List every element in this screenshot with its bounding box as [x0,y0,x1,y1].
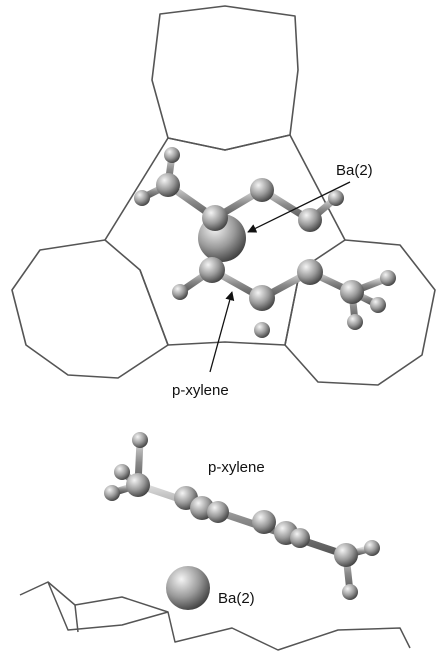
label-ba-top: Ba(2) [336,162,373,179]
atom [290,528,310,548]
atom [347,314,363,330]
atom [249,285,275,311]
atom [297,259,323,285]
atom [134,190,150,206]
frame-link-1 [104,137,169,241]
atom [254,322,270,338]
atom [156,173,180,197]
atom [334,543,358,567]
ba-atom-side [166,566,210,610]
xylene-atoms-side [104,432,380,600]
frame-link-2 [289,134,346,241]
top-view: Ba(2) p-xylene [11,5,436,399]
ba-arrow-top [247,181,351,233]
atom [380,270,396,286]
atom [104,485,120,501]
atom [202,205,228,231]
atom [199,257,225,283]
frame-edge-3 [74,604,79,633]
framework-bottom [19,581,411,651]
atom [250,178,274,202]
atom [364,540,380,556]
label-xylene-top: p-xylene [172,382,229,399]
frame-link-6 [167,134,291,151]
atom [328,190,344,206]
atom [114,464,130,480]
atom [172,284,188,300]
atom [340,280,364,304]
xylene-atoms-top [134,147,396,338]
atom [207,501,229,523]
atom [370,297,386,313]
atom [342,584,358,600]
frame-link-4 [139,269,169,346]
frame-link-3 [167,341,286,346]
frame-edge-1 [19,581,411,651]
atom [164,147,180,163]
top-ring [151,5,299,151]
xylene-arrow-top [209,291,235,373]
label-ba-side: Ba(2) [218,590,255,607]
label-xylene-side: p-xylene [208,459,265,476]
left-ring [11,239,169,379]
atom [298,208,322,232]
atom [132,432,148,448]
atom [126,473,150,497]
atom [252,510,276,534]
frame-edge-2 [47,581,169,631]
side-view: p-xylene Ba(2) [19,432,411,651]
framework-top [11,5,436,386]
